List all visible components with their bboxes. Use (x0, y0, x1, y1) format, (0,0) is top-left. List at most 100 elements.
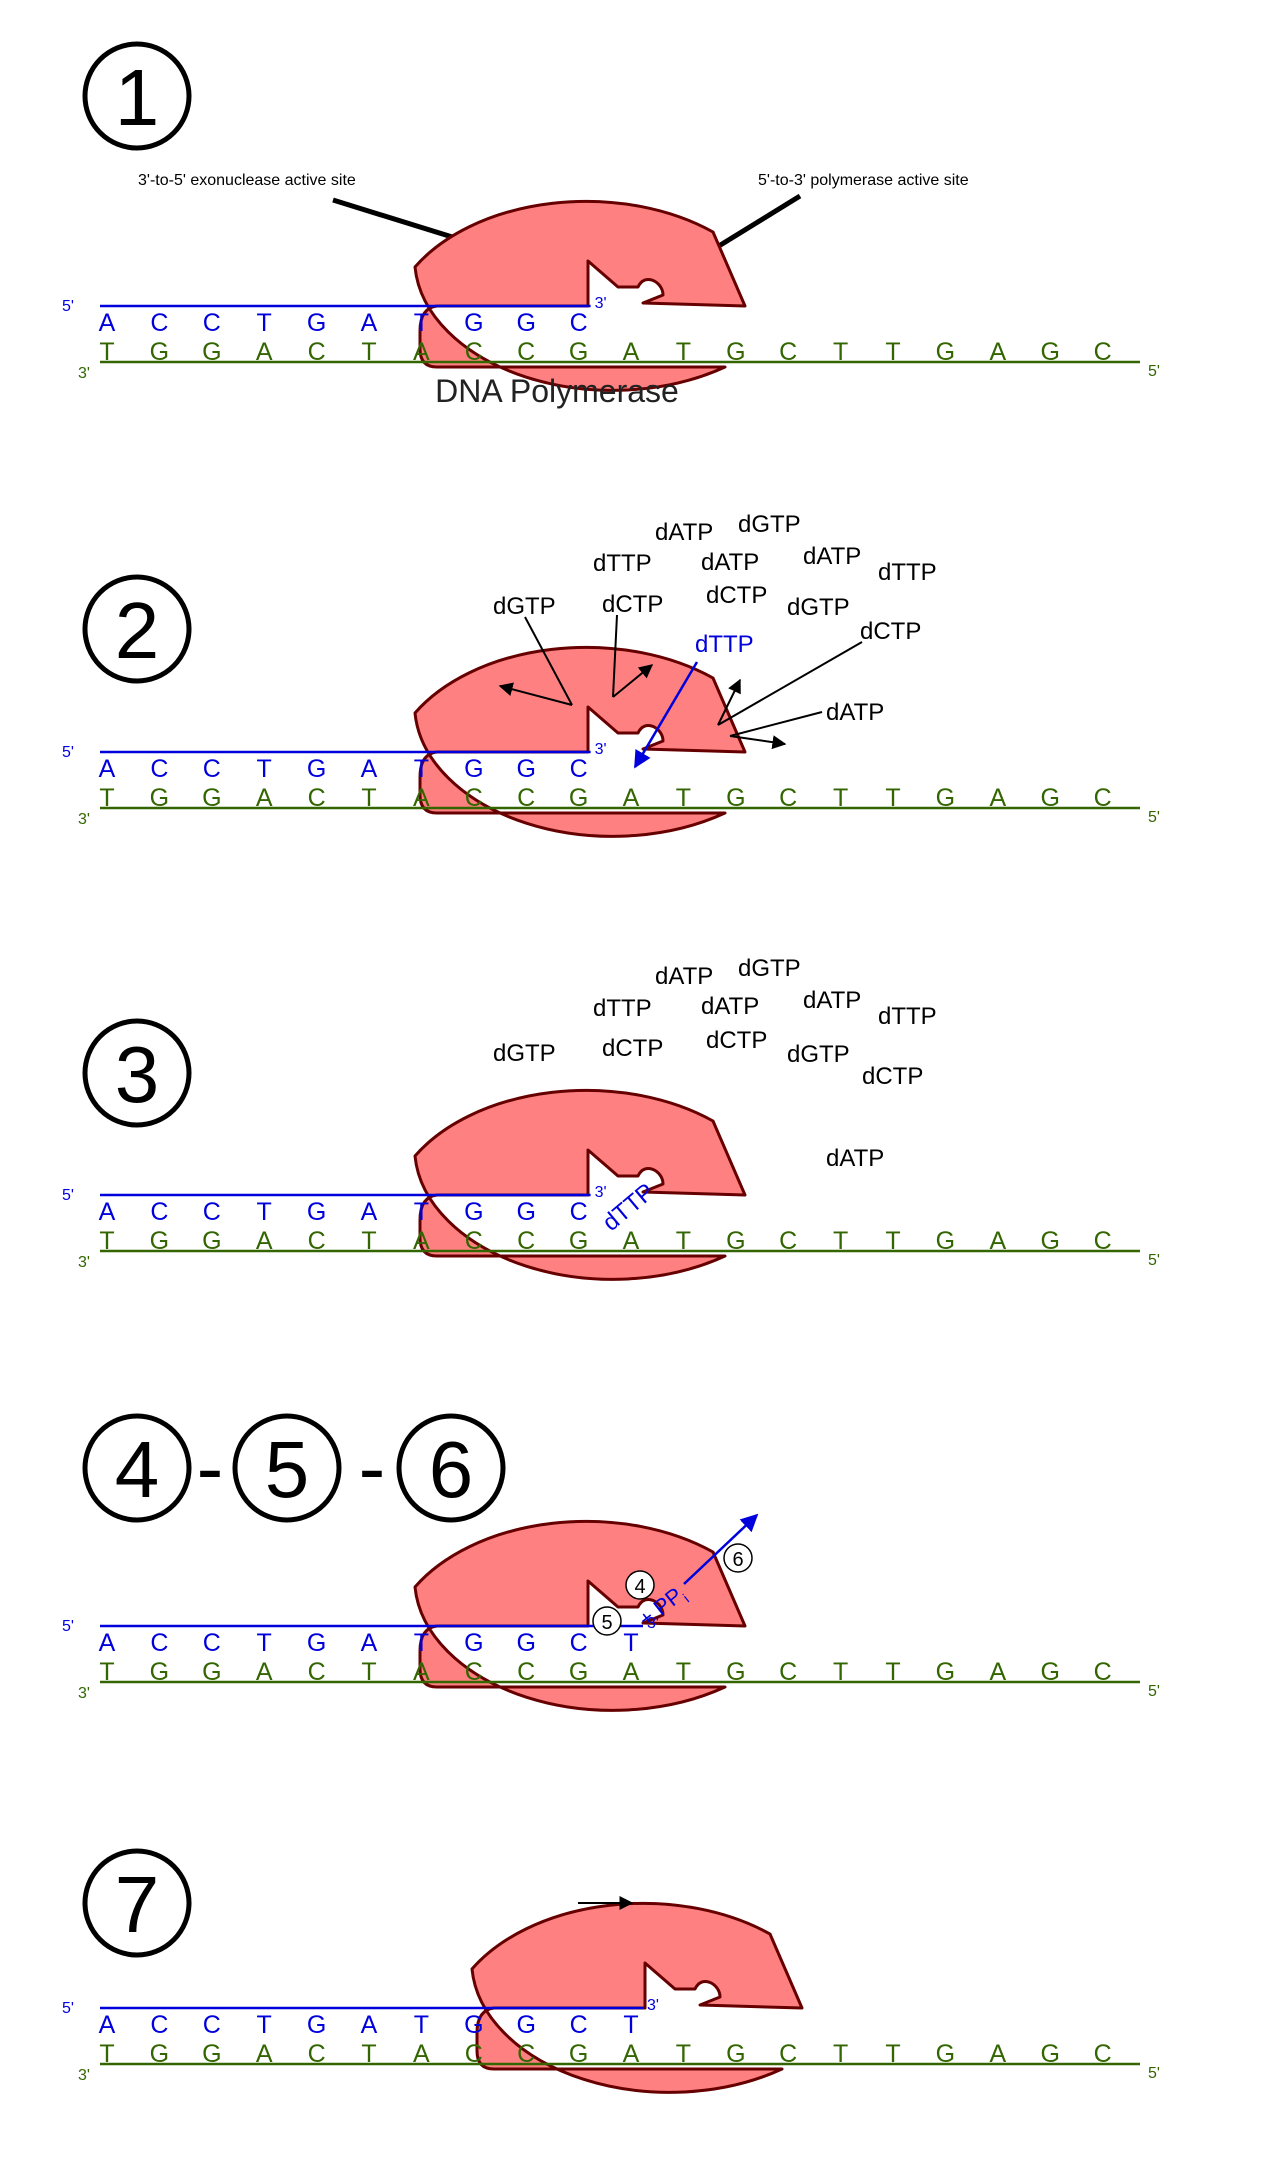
new-strand-3prime-label: 3' (595, 1184, 607, 1201)
svg-text:5: 5 (265, 1425, 310, 1514)
template-base: A (989, 338, 1006, 366)
new-strand-base: T (414, 1198, 429, 1226)
new-strand-base: G (307, 755, 326, 783)
template-base: T (361, 784, 376, 812)
svg-text:4: 4 (634, 1576, 645, 1598)
template-base: T (885, 784, 900, 812)
svg-text:3: 3 (115, 1030, 160, 1119)
nucleotide-label: dCTP (862, 1063, 923, 1090)
new-strand-base: C (150, 309, 168, 337)
polymerase-label: DNA Polymerase (435, 373, 679, 409)
template-base: A (989, 1227, 1006, 1255)
nucleotide-label: dTTP (593, 550, 652, 577)
template-base: C (308, 338, 326, 366)
template-base: C (779, 2040, 797, 2068)
template-base: A (623, 2040, 640, 2068)
template-base: T (833, 784, 848, 812)
template-base: A (413, 2040, 430, 2068)
new-strand-base: C (150, 1198, 168, 1226)
template-base: T (99, 1658, 114, 1686)
template-base: G (1040, 2040, 1059, 2068)
svg-text:1: 1 (115, 53, 160, 142)
new-strand-base: G (307, 2011, 326, 2039)
new-strand-base: C (570, 2011, 588, 2039)
template-base: A (413, 338, 430, 366)
step-2-badge: 2 (82, 574, 192, 684)
new-strand-5prime-label: 5' (62, 1187, 74, 1204)
template-base: A (623, 1658, 640, 1686)
template-base: T (885, 2040, 900, 2068)
new-strand-base: T (257, 755, 272, 783)
template-base: A (413, 1227, 430, 1255)
new-strand-base: A (99, 2011, 116, 2039)
template-base: T (99, 2040, 114, 2068)
template-base: T (99, 338, 114, 366)
nucleotide-label: dCTP (706, 582, 767, 609)
svg-text:7: 7 (115, 1860, 160, 1949)
template-base: C (308, 1658, 326, 1686)
template-base: T (885, 1658, 900, 1686)
template-base: C (465, 338, 483, 366)
new-strand-5prime-label: 5' (62, 2000, 74, 2017)
new-strand-base: C (570, 755, 588, 783)
template-base: A (623, 1227, 640, 1255)
template-base: G (150, 338, 169, 366)
new-strand-base: T (414, 2011, 429, 2039)
new-strand-5prime-label: 5' (62, 1618, 74, 1635)
new-strand-base: G (516, 2011, 535, 2039)
template-base: T (833, 2040, 848, 2068)
template-base: G (569, 1227, 588, 1255)
nucleotide-label: dGTP (493, 1040, 556, 1067)
nucleotide-label: dGTP (787, 594, 850, 621)
template-base: A (256, 1227, 273, 1255)
new-strand-base: A (361, 2011, 378, 2039)
nucleotide-label: dTTP (593, 995, 652, 1022)
template-base: G (150, 784, 169, 812)
new-strand-base: T (414, 1629, 429, 1657)
template-base: A (256, 2040, 273, 2068)
nucleotide-label: dGTP (738, 511, 801, 538)
template-base: A (989, 1658, 1006, 1686)
template-base: G (726, 2040, 745, 2068)
template-base: G (150, 2040, 169, 2068)
template-5prime-label: 5' (1148, 1683, 1160, 1700)
nucleotide-label: dGTP (493, 593, 556, 620)
template-base: G (1040, 338, 1059, 366)
template-base: A (413, 784, 430, 812)
template-base: G (202, 1227, 221, 1255)
template-base: C (465, 2040, 483, 2068)
nucleotide-label: dATP (701, 549, 759, 576)
new-strand-base: C (203, 755, 221, 783)
template-base: A (623, 784, 640, 812)
template-base: G (569, 338, 588, 366)
template-base: C (465, 784, 483, 812)
nucleotide-label: dATP (803, 543, 861, 570)
template-base: C (1094, 1658, 1112, 1686)
template-base: T (676, 784, 691, 812)
template-5prime-label: 5' (1148, 809, 1160, 826)
template-base: C (517, 338, 535, 366)
template-3prime-label: 3' (78, 811, 90, 828)
new-strand-base: T (257, 2011, 272, 2039)
new-strand-base: A (361, 1198, 378, 1226)
template-base: G (202, 784, 221, 812)
template-base: G (150, 1227, 169, 1255)
new-strand-base: G (464, 309, 483, 337)
new-strand-base: T (414, 755, 429, 783)
template-base: T (885, 338, 900, 366)
template-base: G (936, 1227, 955, 1255)
new-strand-base: G (307, 1629, 326, 1657)
new-strand-base: C (203, 2011, 221, 2039)
template-base: G (1040, 1658, 1059, 1686)
template-base: G (569, 1658, 588, 1686)
template-base: G (202, 2040, 221, 2068)
template-base: T (833, 1658, 848, 1686)
template-base: C (308, 2040, 326, 2068)
template-base: T (676, 338, 691, 366)
nucleotide-label: dATP (826, 1145, 884, 1172)
nucleotide-label: dCTP (602, 1035, 663, 1062)
